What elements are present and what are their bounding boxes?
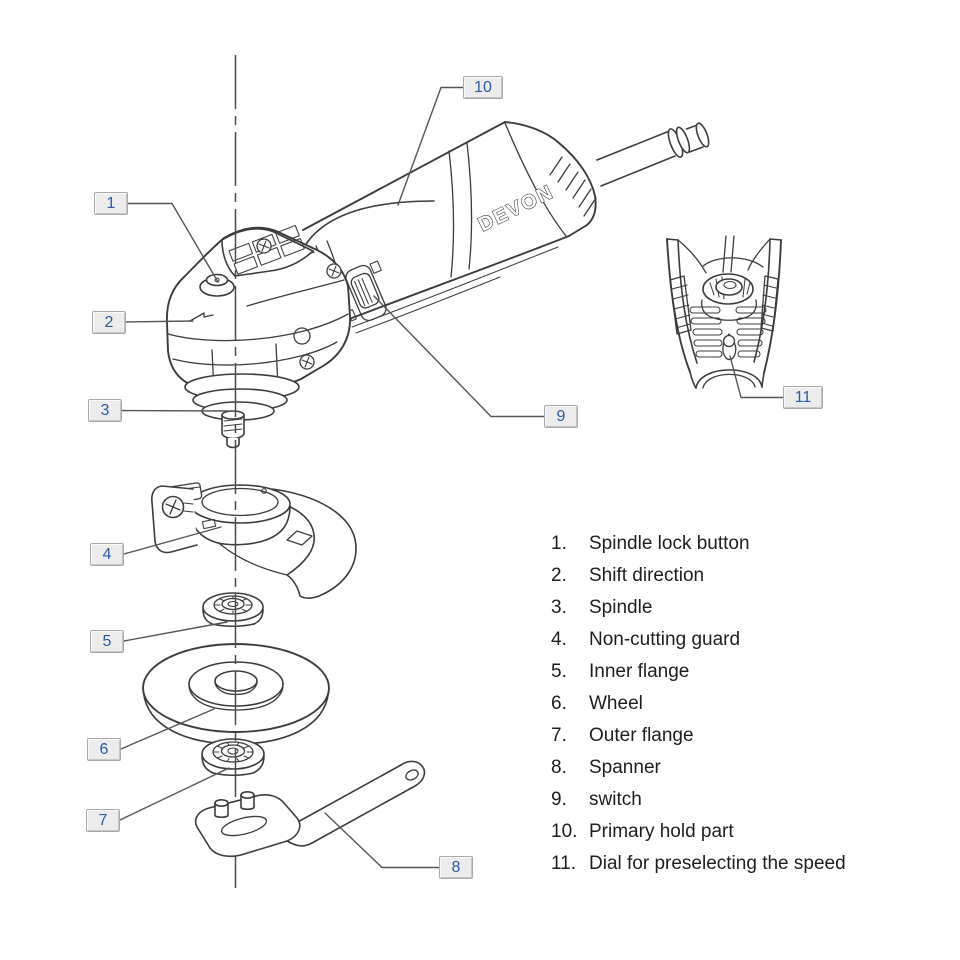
gear-head xyxy=(166,224,351,393)
legend-item-number: 4. xyxy=(551,629,567,650)
legend-item: 10. Primary hold part xyxy=(551,821,911,842)
legend-item-label: Spanner xyxy=(589,757,661,778)
callout-box-7: 7 xyxy=(86,809,120,832)
legend-item-label: Dial for preselecting the speed xyxy=(589,853,846,874)
legend-item-number: 10. xyxy=(551,821,578,842)
legend-item-number: 11. xyxy=(551,853,577,874)
switch-slider xyxy=(345,260,387,322)
spindle-shaft xyxy=(221,410,245,449)
legend-item-label: Wheel xyxy=(589,693,643,714)
legend-item-number: 9. xyxy=(551,789,567,810)
legend-item-number: 7. xyxy=(551,725,567,746)
callout-box-4: 4 xyxy=(90,543,124,566)
legend-item-label: Shift direction xyxy=(589,565,705,586)
legend-item: 11. Dial for preselecting the speed xyxy=(551,853,911,874)
legend-item-number: 5. xyxy=(551,661,567,682)
legend-item-number: 8. xyxy=(551,757,567,778)
rear-view-inset xyxy=(666,235,782,389)
legend-item-label: Primary hold part xyxy=(589,821,734,842)
callout-box-6: 6 xyxy=(87,738,121,761)
legend-item-label: Spindle lock button xyxy=(589,533,750,554)
legend-item-label: Spindle xyxy=(589,597,653,618)
callout-box-10: 10 xyxy=(463,76,503,99)
right-vent-panel xyxy=(760,275,779,332)
inner-flange xyxy=(202,592,264,628)
spanner-wrench xyxy=(194,760,426,858)
callout-box-1: 1 xyxy=(94,192,128,215)
callout-box-2: 2 xyxy=(92,311,126,334)
legend-item-label: switch xyxy=(589,789,642,810)
guard-clamp-screw xyxy=(151,482,203,554)
wheel-guard xyxy=(151,482,357,600)
legend-item: 1. Spindle lock button xyxy=(551,533,911,554)
legend-item-number: 3. xyxy=(551,597,567,618)
brand-logo-text: DEVON xyxy=(475,181,558,236)
legend-item-label: Non-cutting guard xyxy=(589,629,741,650)
legend-item-number: 6. xyxy=(551,693,567,714)
legend-item: 9. switch xyxy=(551,789,911,810)
legend-item: 5. Inner flange xyxy=(551,661,911,682)
handle-mount-hole xyxy=(293,327,311,345)
legend-item: 6. Wheel xyxy=(551,693,911,714)
callout-box-9: 9 xyxy=(544,405,578,428)
shift-direction-arrow xyxy=(189,312,214,322)
legend-item: 2. Shift direction xyxy=(551,565,911,586)
callout-box-3: 3 xyxy=(88,399,122,422)
parts-legend: 1. Spindle lock button 2. Shift direction 3.… xyxy=(551,533,911,874)
legend-item-number: 1. xyxy=(551,533,567,554)
housing-screws xyxy=(256,238,342,370)
callout-box-5: 5 xyxy=(90,630,124,653)
callout-leader-lines xyxy=(119,86,784,869)
spindle-lock-button xyxy=(199,273,235,297)
speed-dial xyxy=(700,257,764,321)
legend-item-label: Inner flange xyxy=(589,661,690,682)
outer-flange xyxy=(201,738,265,777)
legend-item: 3. Spindle xyxy=(551,597,911,618)
vent-grid xyxy=(228,224,305,275)
spindle-collar xyxy=(184,373,300,449)
spanner-pins xyxy=(214,790,255,819)
rear-grip-flutes xyxy=(549,156,597,217)
legend-item: 7. Outer flange xyxy=(551,725,911,746)
left-vent-panel xyxy=(669,275,692,335)
dial-pointer xyxy=(722,333,737,361)
legend-item: 4. Non-cutting guard xyxy=(551,629,911,650)
legend-item-label: Outer flange xyxy=(589,725,694,746)
legend-item: 8. Spanner xyxy=(551,757,911,778)
callout-box-11: 11 xyxy=(783,386,823,409)
legend-item-number: 2. xyxy=(551,565,567,586)
side-handle-shaft xyxy=(596,122,710,187)
rear-rib-slots xyxy=(689,306,767,358)
callout-box-8: 8 xyxy=(439,856,473,879)
